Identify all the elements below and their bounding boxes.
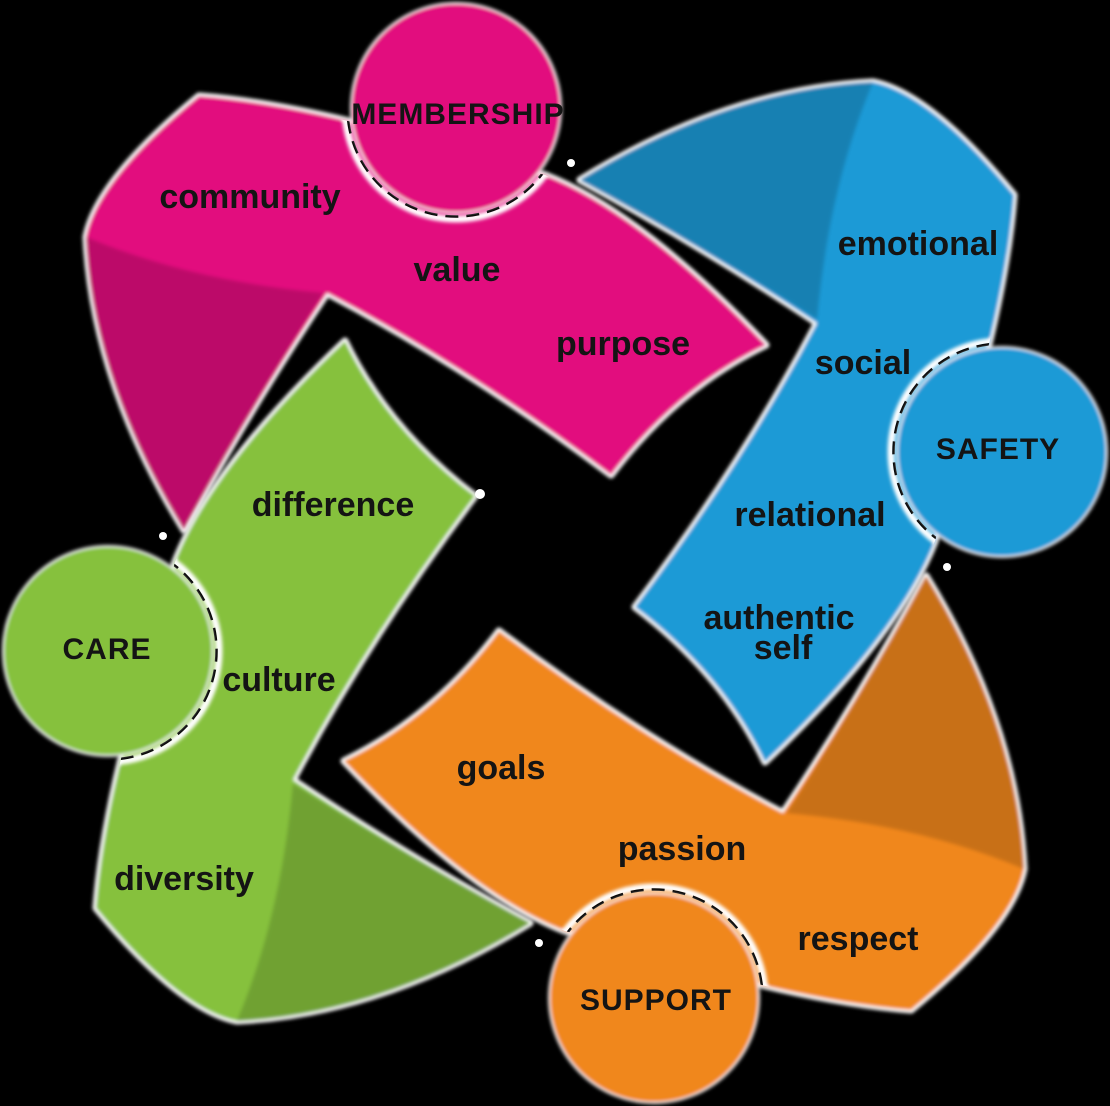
svg-text:MEMBERSHIP: MEMBERSHIP (351, 98, 564, 131)
svg-text:self: self (754, 629, 813, 667)
svg-text:diversity: diversity (114, 860, 254, 898)
svg-text:SAFETY: SAFETY (936, 433, 1060, 466)
svg-text:difference: difference (252, 486, 415, 524)
svg-text:culture: culture (222, 661, 335, 699)
svg-text:CARE: CARE (62, 633, 151, 666)
svg-text:SUPPORT: SUPPORT (580, 984, 732, 1017)
svg-text:passion: passion (618, 830, 746, 868)
svg-text:value: value (414, 251, 501, 289)
svg-text:relational: relational (734, 496, 885, 534)
svg-text:respect: respect (798, 920, 919, 958)
svg-text:authentic: authentic (703, 599, 854, 637)
svg-text:goals: goals (457, 749, 546, 787)
svg-text:emotional: emotional (838, 225, 999, 263)
svg-text:social: social (815, 344, 911, 382)
svg-text:purpose: purpose (556, 325, 690, 363)
svg-text:community: community (159, 178, 340, 216)
